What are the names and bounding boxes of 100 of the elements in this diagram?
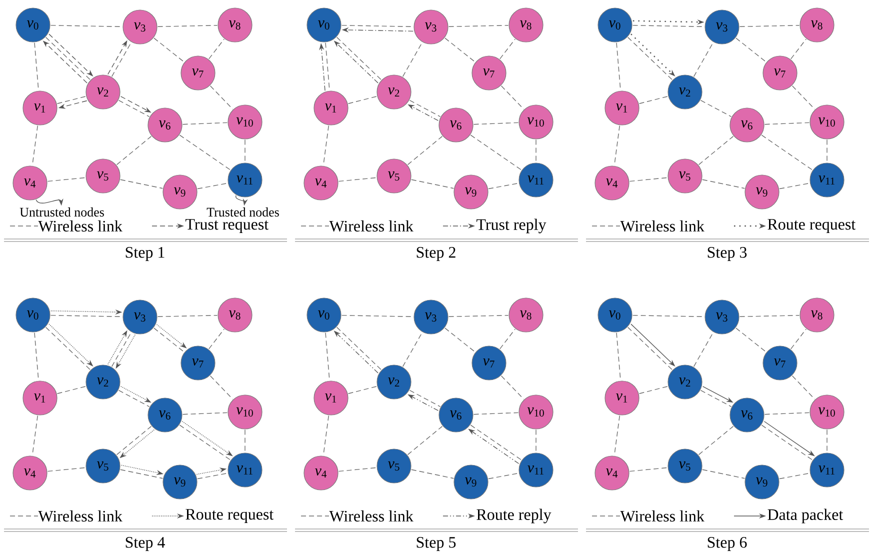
legend-text: Route request xyxy=(768,219,856,233)
wireless-link xyxy=(197,472,228,480)
wireless-link xyxy=(632,314,705,318)
step-label: Step 6 xyxy=(708,537,747,551)
wireless-link xyxy=(409,100,441,117)
wireless-link xyxy=(348,96,378,104)
wireless-link xyxy=(700,390,732,407)
wireless-link xyxy=(50,24,123,28)
wireless-link xyxy=(179,134,231,170)
wireless-link xyxy=(341,24,414,28)
wireless-link xyxy=(407,426,443,456)
wireless-link xyxy=(154,38,184,62)
wireless-link xyxy=(826,429,828,453)
wireless-link xyxy=(118,390,150,407)
legend-text: Wireless link xyxy=(620,220,704,232)
wireless-link xyxy=(779,182,810,190)
wireless-link xyxy=(157,315,218,317)
annotation-text: Trusted nodes xyxy=(206,207,279,217)
wireless-link xyxy=(244,139,246,163)
wireless-link xyxy=(182,412,228,415)
wireless-link xyxy=(761,134,813,170)
wireless-link xyxy=(444,38,476,62)
wireless-link xyxy=(638,96,668,104)
wireless-link xyxy=(698,136,734,166)
wireless-link xyxy=(444,328,476,352)
wireless-link xyxy=(120,469,163,479)
wireless-link xyxy=(411,179,454,189)
wireless-link xyxy=(338,467,377,472)
wireless-link xyxy=(792,376,816,400)
wireless-link xyxy=(116,136,152,166)
wireless-link xyxy=(118,100,150,117)
wireless-link xyxy=(182,122,228,125)
wireless-link xyxy=(56,386,86,394)
wireless-link xyxy=(790,328,806,350)
wireless-link xyxy=(338,177,377,182)
legend-text: Wireless link xyxy=(329,510,414,522)
wireless-link xyxy=(693,332,714,367)
wireless-link xyxy=(736,328,766,352)
annotation-text: Untrusted nodes xyxy=(20,207,104,217)
wireless-link xyxy=(208,328,224,350)
wireless-link xyxy=(448,25,509,27)
wireless-link xyxy=(348,386,378,394)
wireless-link xyxy=(500,328,516,350)
wireless-link xyxy=(244,429,246,453)
legend-text: Route reply xyxy=(476,508,552,524)
wireless-link xyxy=(826,139,828,163)
wireless-link xyxy=(764,122,810,125)
wireless-link xyxy=(700,100,732,117)
step-label: Step 5 xyxy=(416,537,456,551)
wireless-link xyxy=(210,86,234,110)
wireless-link xyxy=(154,328,184,352)
wireless-link xyxy=(111,42,132,77)
legend-text: Route request xyxy=(186,509,274,523)
wireless-link xyxy=(473,122,519,125)
wireless-link xyxy=(197,182,228,190)
legend-text: Wireless link xyxy=(620,510,704,522)
legend-text: Trust reply xyxy=(476,218,546,234)
wireless-link xyxy=(488,472,519,480)
wireless-link xyxy=(409,390,441,407)
step-label: Step 2 xyxy=(416,247,456,261)
wireless-link xyxy=(698,426,734,456)
step-label: Step 3 xyxy=(708,247,747,261)
legend-text: Wireless link xyxy=(38,220,122,232)
wireless-link xyxy=(208,38,224,60)
legend-text: Trust request xyxy=(186,219,268,233)
wireless-link xyxy=(47,177,86,182)
wireless-link xyxy=(629,467,668,472)
step-label: Step 4 xyxy=(126,537,165,551)
wireless-link xyxy=(629,177,668,182)
wireless-link xyxy=(402,332,423,367)
wireless-link xyxy=(739,25,800,27)
wireless-link xyxy=(470,134,522,170)
wireless-link xyxy=(792,86,816,110)
wireless-link xyxy=(702,179,745,189)
wireless-link xyxy=(736,38,766,62)
wireless-link xyxy=(632,24,705,28)
wireless-link xyxy=(402,42,423,77)
wireless-link xyxy=(111,332,132,367)
wireless-link xyxy=(488,182,519,190)
wireless-link xyxy=(473,412,519,415)
wireless-link xyxy=(779,472,810,480)
wireless-link xyxy=(50,314,123,318)
step-label: Step 1 xyxy=(126,247,164,261)
wireless-link xyxy=(500,376,524,400)
wireless-link xyxy=(702,469,745,479)
wireless-link xyxy=(638,386,668,394)
wireless-link xyxy=(790,38,806,60)
wireless-link xyxy=(341,314,414,318)
legend-text: Wireless link xyxy=(38,510,122,522)
wireless-link xyxy=(407,136,443,166)
wireless-link xyxy=(56,96,86,104)
legend-text: Wireless link xyxy=(329,220,414,232)
wireless-link xyxy=(500,38,516,60)
wireless-link xyxy=(500,86,524,110)
wireless-link xyxy=(47,467,86,472)
wireless-link xyxy=(739,315,800,317)
wireless-link xyxy=(210,376,234,400)
wireless-link xyxy=(448,315,509,317)
wireless-link xyxy=(693,42,714,77)
wireless-link xyxy=(411,469,454,479)
